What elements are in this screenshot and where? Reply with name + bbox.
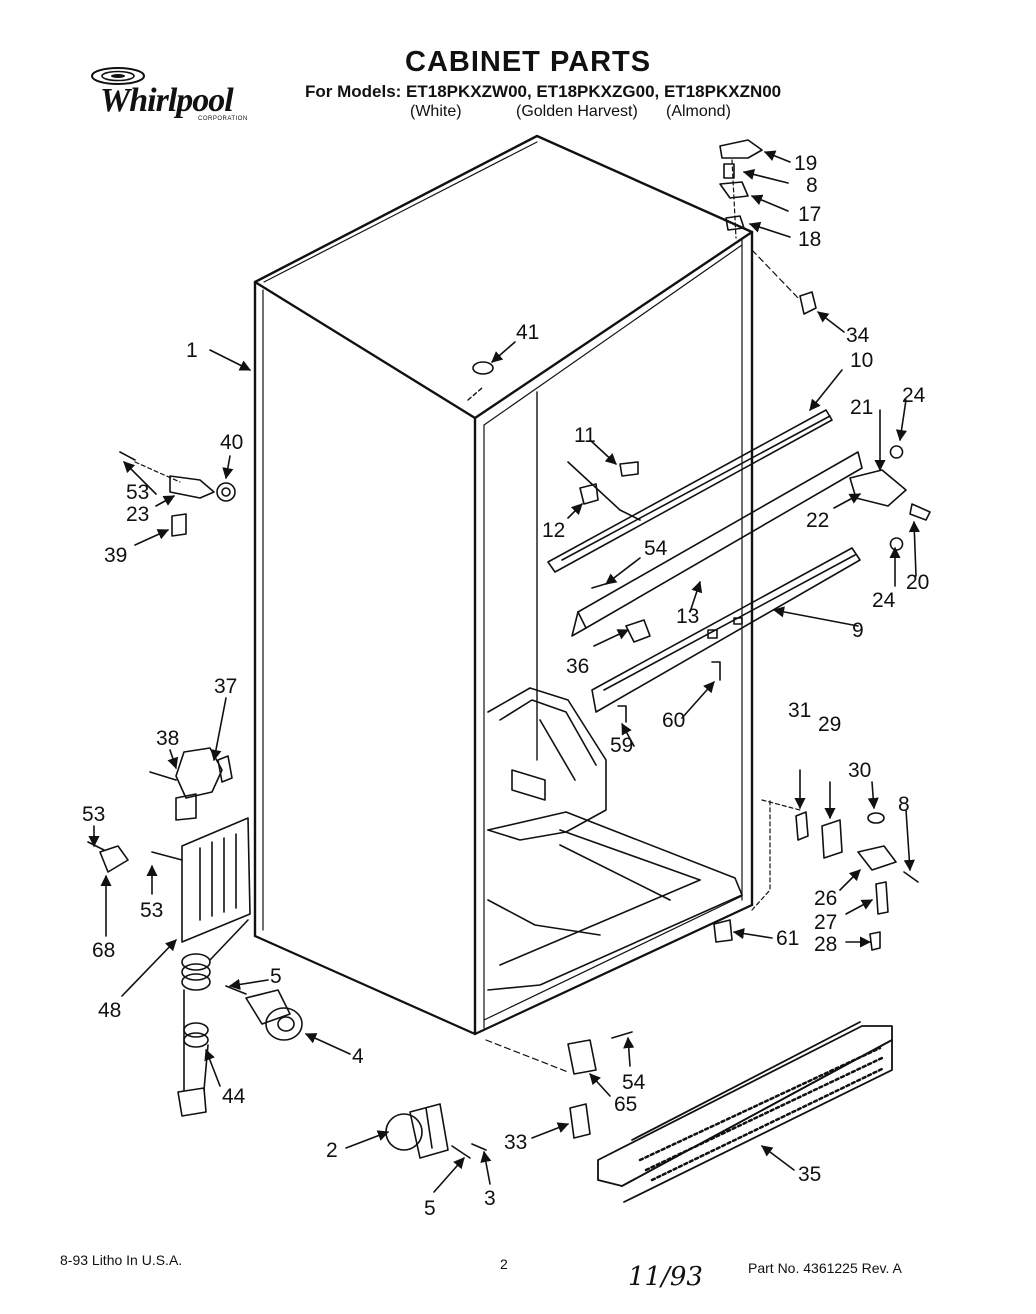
- callout-53-mid: 53: [140, 899, 164, 922]
- shelf-rails: [547, 409, 863, 713]
- callout-41: 41: [516, 321, 540, 344]
- cabinet-shell: [253, 134, 754, 1036]
- logo-swirl-icon: [91, 67, 145, 85]
- whirlpool-logo: Whirlpool CORPORATION: [80, 64, 270, 130]
- callout-26: 26: [814, 887, 838, 910]
- callout-17: 17: [798, 203, 822, 226]
- callout-37: 37: [214, 675, 238, 698]
- logo-corporation: CORPORATION: [198, 116, 248, 122]
- compressor-panel: [87, 817, 251, 943]
- callout-65: 65: [614, 1093, 638, 1116]
- callout-10: 10: [850, 349, 874, 372]
- litho-note: 8-93 Litho In U.S.A.: [60, 1252, 183, 1268]
- callout-24-bottom: 24: [872, 589, 896, 612]
- callout-3: 3: [484, 1187, 496, 1210]
- switch-assembly: [149, 747, 233, 821]
- callout-48: 48: [98, 999, 122, 1022]
- callout-5-upper: 5: [270, 965, 282, 988]
- callout-5-lower: 5: [424, 1197, 436, 1220]
- callout-19: 19: [794, 152, 818, 175]
- callout-12: 12: [542, 519, 566, 542]
- callout-33: 33: [504, 1131, 528, 1154]
- callout-36: 36: [566, 655, 590, 678]
- bottom-hinge: [713, 799, 919, 951]
- page-number: 2: [500, 1256, 508, 1272]
- models-line: For Models: ET18PKXZW00, ET18PKXZG00, ET…: [305, 82, 782, 101]
- liner-floor: [487, 687, 743, 991]
- callout-40: 40: [220, 431, 244, 454]
- top-hinge: [472, 139, 817, 375]
- color-golden-harvest: (Golden Harvest): [516, 103, 638, 120]
- callout-1: 1: [186, 339, 198, 362]
- callout-59: 59: [610, 734, 634, 757]
- leader-arrows: [88, 150, 920, 1193]
- callout-11: 11: [574, 424, 596, 447]
- callout-27: 27: [814, 911, 838, 934]
- callout-61: 61: [776, 927, 800, 950]
- rear-roller: [225, 985, 303, 1041]
- callout-38: 38: [156, 727, 180, 750]
- color-white: (White): [410, 103, 462, 120]
- callout-54-lower: 54: [622, 1071, 646, 1094]
- callout-30: 30: [848, 759, 872, 782]
- logo-wordmark: Whirlpool: [100, 82, 234, 119]
- callout-9: 9: [852, 619, 864, 642]
- callout-60: 60: [662, 709, 686, 732]
- callout-54-upper: 54: [644, 537, 668, 560]
- callout-53-left: 53: [82, 803, 106, 826]
- callout-53-top: 53: [126, 481, 150, 504]
- page-title: CABINET PARTS: [405, 46, 652, 78]
- mid-hinge: [849, 445, 931, 551]
- callout-20: 20: [906, 571, 930, 594]
- left-top-parts: [119, 451, 236, 537]
- callout-68: 68: [92, 939, 116, 962]
- handwritten-date: 11/93: [628, 1262, 703, 1292]
- callout-28: 28: [814, 933, 838, 956]
- front-brackets: [485, 1031, 633, 1139]
- callout-35: 35: [798, 1163, 822, 1186]
- toe-grille: [597, 1021, 893, 1203]
- callout-2: 2: [326, 1139, 338, 1162]
- part-number: Part No. 4361225 Rev. A: [748, 1260, 902, 1276]
- callout-29: 29: [818, 713, 842, 736]
- callout-39: 39: [104, 544, 128, 567]
- callout-8-top: 8: [806, 174, 818, 197]
- callout-44: 44: [222, 1085, 246, 1108]
- callout-18: 18: [798, 228, 822, 251]
- power-cord: [177, 919, 249, 1117]
- callout-31: 31: [788, 699, 812, 722]
- callout-22: 22: [806, 509, 830, 532]
- callout-8-bottom: 8: [898, 793, 910, 816]
- callout-4: 4: [352, 1045, 364, 1068]
- callout-34: 34: [846, 324, 870, 347]
- color-almond: (Almond): [666, 103, 731, 120]
- callout-13: 13: [676, 605, 700, 628]
- callout-24-top: 24: [902, 384, 926, 407]
- callout-23: 23: [126, 503, 150, 526]
- callout-21: 21: [850, 396, 874, 419]
- front-roller: [385, 1103, 487, 1159]
